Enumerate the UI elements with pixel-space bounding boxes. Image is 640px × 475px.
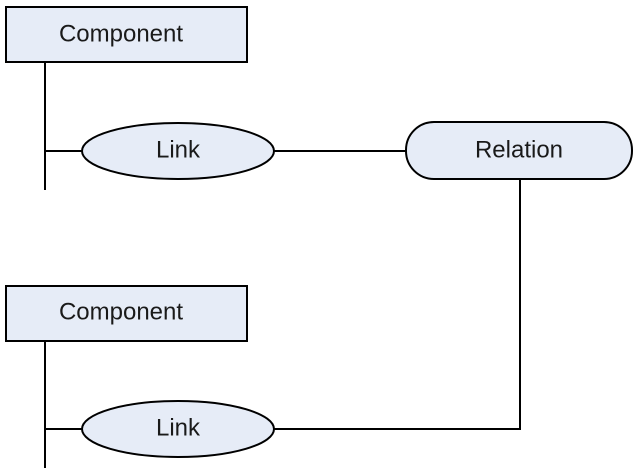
component-top-label: Component xyxy=(59,20,183,47)
component-bottom-label: Component xyxy=(59,298,183,325)
link-bottom-label: Link xyxy=(156,414,201,441)
component-bottom-group: Component Link xyxy=(5,285,275,468)
relation-label: Relation xyxy=(475,136,563,163)
relation-to-link-bottom-edge xyxy=(274,179,521,430)
link-bottom-ellipse[interactable] xyxy=(81,400,275,458)
component-top-group: Component Link xyxy=(5,6,275,190)
link-top-label: Link xyxy=(156,136,201,163)
relation-group: Relation xyxy=(405,121,633,180)
component-bottom-box[interactable] xyxy=(5,285,248,342)
component-top-box[interactable] xyxy=(5,6,248,63)
